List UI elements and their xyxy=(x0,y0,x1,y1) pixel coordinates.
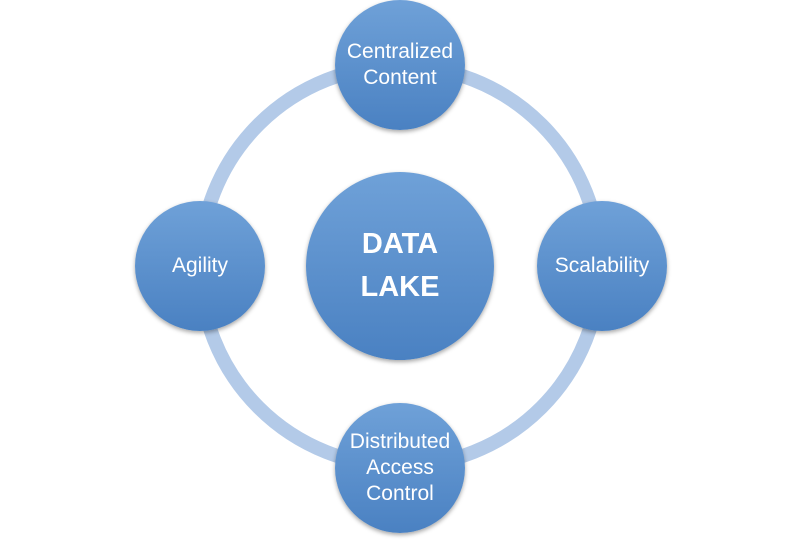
node-data-lake: DATA LAKE xyxy=(306,172,494,360)
node-scalability: Scalability xyxy=(537,201,667,331)
node-centralized-content: Centralized Content xyxy=(335,0,465,130)
node-agility: Agility xyxy=(135,201,265,331)
node-distributed-access-control: Distributed Access Control xyxy=(335,403,465,533)
